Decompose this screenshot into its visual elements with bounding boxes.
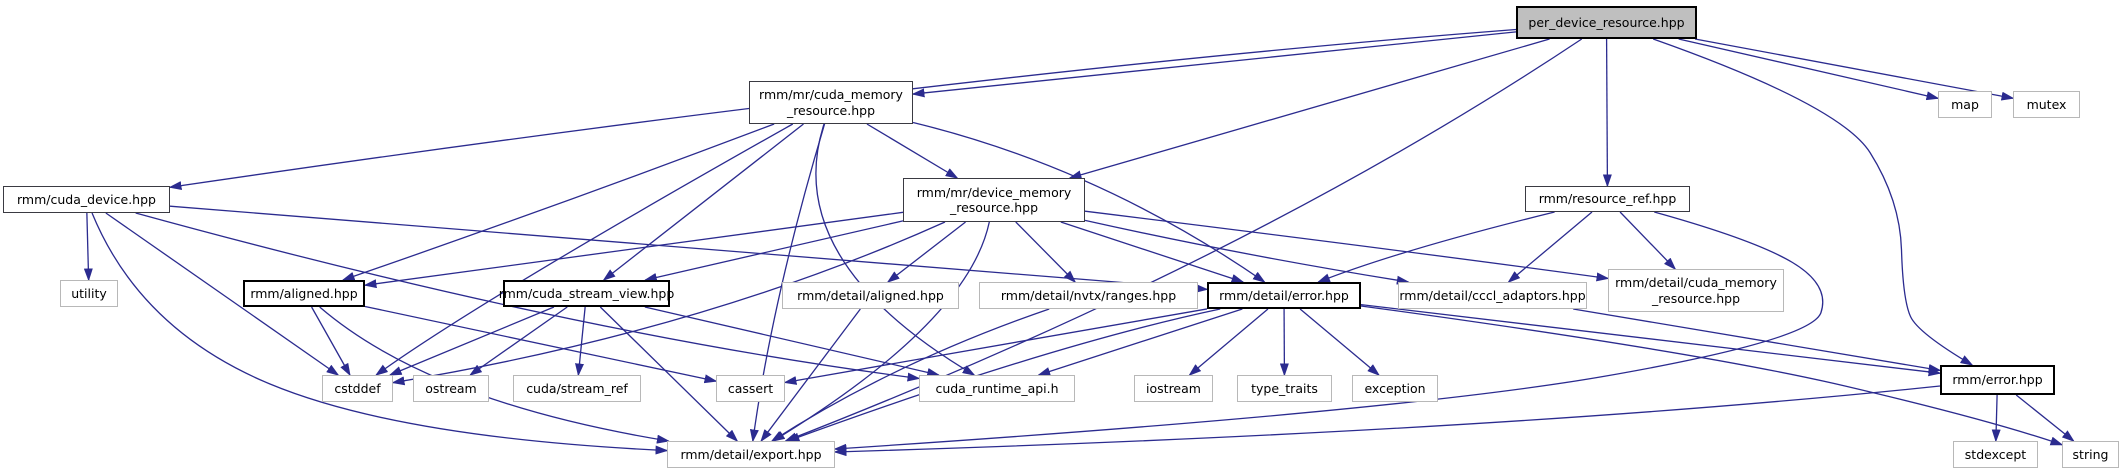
include-edge-aligned-to-cstddef: [311, 306, 351, 377]
include-edge-detail_error-to-rmm_error: [1360, 303, 1942, 377]
include-edge-detail_error-to-cassert: [783, 308, 1208, 385]
include-edge-rmm_error-to-export: [833, 385, 1941, 457]
include-edge-device_memory_resource-to-detail_cuda_memory_resource: [1084, 210, 1610, 282]
include-edge-per_device-to-map: [1678, 38, 1940, 101]
graph-node-utility: utility: [60, 280, 118, 307]
include-edge-detail_error-to-cuda_runtime_api: [1037, 308, 1243, 376]
include-edge-cuda_device-to-export: [91, 212, 669, 455]
include-edge-cuda_memory_resource-to-cuda_runtime_api: [815, 123, 976, 376]
graph-node-detail_cuda_memory_resource: rmm/detail/cuda_memory _resource.hpp: [1608, 269, 1784, 312]
graph-node-cuda_device[interactable]: rmm/cuda_device.hpp: [3, 186, 170, 213]
graph-node-cuda_runtime_api: cuda_runtime_api.h: [919, 375, 1075, 402]
include-edge-cuda_device-to-cstddef: [105, 212, 340, 376]
graph-node-cuda_memory_resource[interactable]: rmm/mr/cuda_memory _resource.hpp: [749, 81, 913, 124]
include-edge-per_device-to-resource_ref: [1602, 38, 1612, 188]
include-edge-resource_ref-to-export: [833, 211, 1824, 453]
graph-node-string: string: [2062, 441, 2119, 468]
include-edge-rmm_error-to-stdexcept: [1991, 394, 2001, 443]
graph-node-per_device: per_device_resource.hpp: [1516, 6, 1697, 39]
graph-node-detail_aligned: rmm/detail/aligned.hpp: [782, 282, 959, 309]
include-edge-cuda_stream_view-to-cstddef: [388, 306, 555, 376]
include-edge-device_memory_resource-to-nvtx_ranges: [1015, 221, 1077, 284]
include-edge-device_memory_resource-to-cccl_adaptors: [1084, 219, 1410, 285]
include-edge-device_memory_resource-to-aligned: [363, 211, 904, 289]
include-edge-cuda_memory_resource-to-aligned: [341, 123, 775, 281]
graph-node-device_memory_resource[interactable]: rmm/mr/device_memory _resource.hpp: [903, 178, 1085, 222]
include-edge-nvtx_ranges-to-export: [770, 308, 1050, 442]
include-edge-aligned-to-cassert: [364, 305, 718, 384]
include-edge-per_device-to-cuda_memory_resource: [911, 31, 1517, 98]
include-edge-cuda_memory_resource-to-device_memory_resource: [866, 123, 959, 179]
include-edge-per_device-to-mutex: [1694, 38, 2015, 101]
graph-node-iostream: iostream: [1134, 375, 1213, 402]
include-edge-device_memory_resource-to-cuda_stream_view: [643, 220, 904, 282]
include-edge-detail_aligned-to-export: [760, 308, 861, 443]
graph-node-aligned[interactable]: rmm/aligned.hpp: [243, 280, 365, 307]
graph-node-ostream: ostream: [413, 375, 489, 402]
graph-node-cccl_adaptors: rmm/detail/cccl_adaptors.hpp: [1398, 282, 1587, 309]
graph-node-type_traits: type_traits: [1237, 375, 1332, 402]
include-edge-resource_ref-to-detail_error: [1317, 211, 1555, 283]
include-edge-cuda_stream_view-to-export: [599, 306, 739, 443]
include-edge-device_memory_resource-to-export: [771, 221, 990, 442]
include-edge-device_memory_resource-to-detail_error: [1060, 221, 1245, 283]
include-edge-cuda_memory_resource-to-export: [749, 123, 826, 443]
include-edge-cuda_stream_view-to-ostream: [469, 306, 568, 376]
include-edge-cuda_memory_resource-to-cstddef: [374, 123, 794, 376]
graph-node-cassert: cassert: [716, 375, 785, 402]
graph-node-exception: exception: [1352, 375, 1438, 402]
include-edge-cuda_device-to-utility: [83, 212, 93, 282]
include-edge-cuda_stream_view-to-cuda_runtime_api: [644, 306, 941, 377]
include-edge-detail_error-to-iostream: [1188, 308, 1269, 376]
include-edge-resource_ref-to-detail_cuda_memory_resource: [1619, 211, 1677, 271]
include-edge-detail_error-to-string: [1360, 305, 2064, 446]
include-edge-cccl_adaptors-to-rmm_error: [1573, 308, 1942, 373]
include-edge-device_memory_resource-to-detail_aligned: [886, 221, 966, 283]
include-edge-detail_error-to-exception: [1299, 308, 1381, 376]
graph-node-export: rmm/detail/export.hpp: [667, 441, 835, 468]
include-edge-cuda_memory_resource-to-cuda_stream_view: [602, 123, 804, 281]
include-edge-detail_error-to-export: [786, 308, 1221, 442]
include-edge-cuda_memory_resource-to-detail_error: [912, 121, 1266, 283]
include-edge-cuda_device-to-detail_error: [169, 205, 1209, 293]
graph-node-resource_ref[interactable]: rmm/resource_ref.hpp: [1525, 186, 1690, 212]
include-edge-per_device-to-device_memory_resource: [1068, 38, 1550, 180]
graph-node-nvtx_ranges: rmm/detail/nvtx/ranges.hpp: [979, 282, 1198, 309]
graph-node-cuda_stream_view[interactable]: rmm/cuda_stream_view.hpp: [499, 280, 674, 307]
graph-node-detail_error[interactable]: rmm/detail/error.hpp: [1207, 282, 1361, 309]
include-edge-resource_ref-to-cccl_adaptors: [1507, 211, 1593, 283]
include-edge-rmm_error-to-string: [2015, 394, 2075, 442]
graph-node-mutex: mutex: [2013, 91, 2080, 118]
graph-node-stream_ref: cuda/stream_ref: [513, 375, 641, 402]
graph-node-cstddef: cstddef: [322, 375, 393, 402]
graph-node-stdexcept: stdexcept: [1953, 441, 2038, 468]
include-edge-cuda_stream_view-to-stream_ref: [575, 306, 586, 377]
graph-node-map: map: [1938, 91, 1992, 118]
include-edge-per_device-to-rmm_error: [1652, 38, 1974, 366]
include-edge-aligned-to-export: [319, 306, 670, 444]
graph-node-rmm_error[interactable]: rmm/error.hpp: [1940, 365, 2055, 395]
